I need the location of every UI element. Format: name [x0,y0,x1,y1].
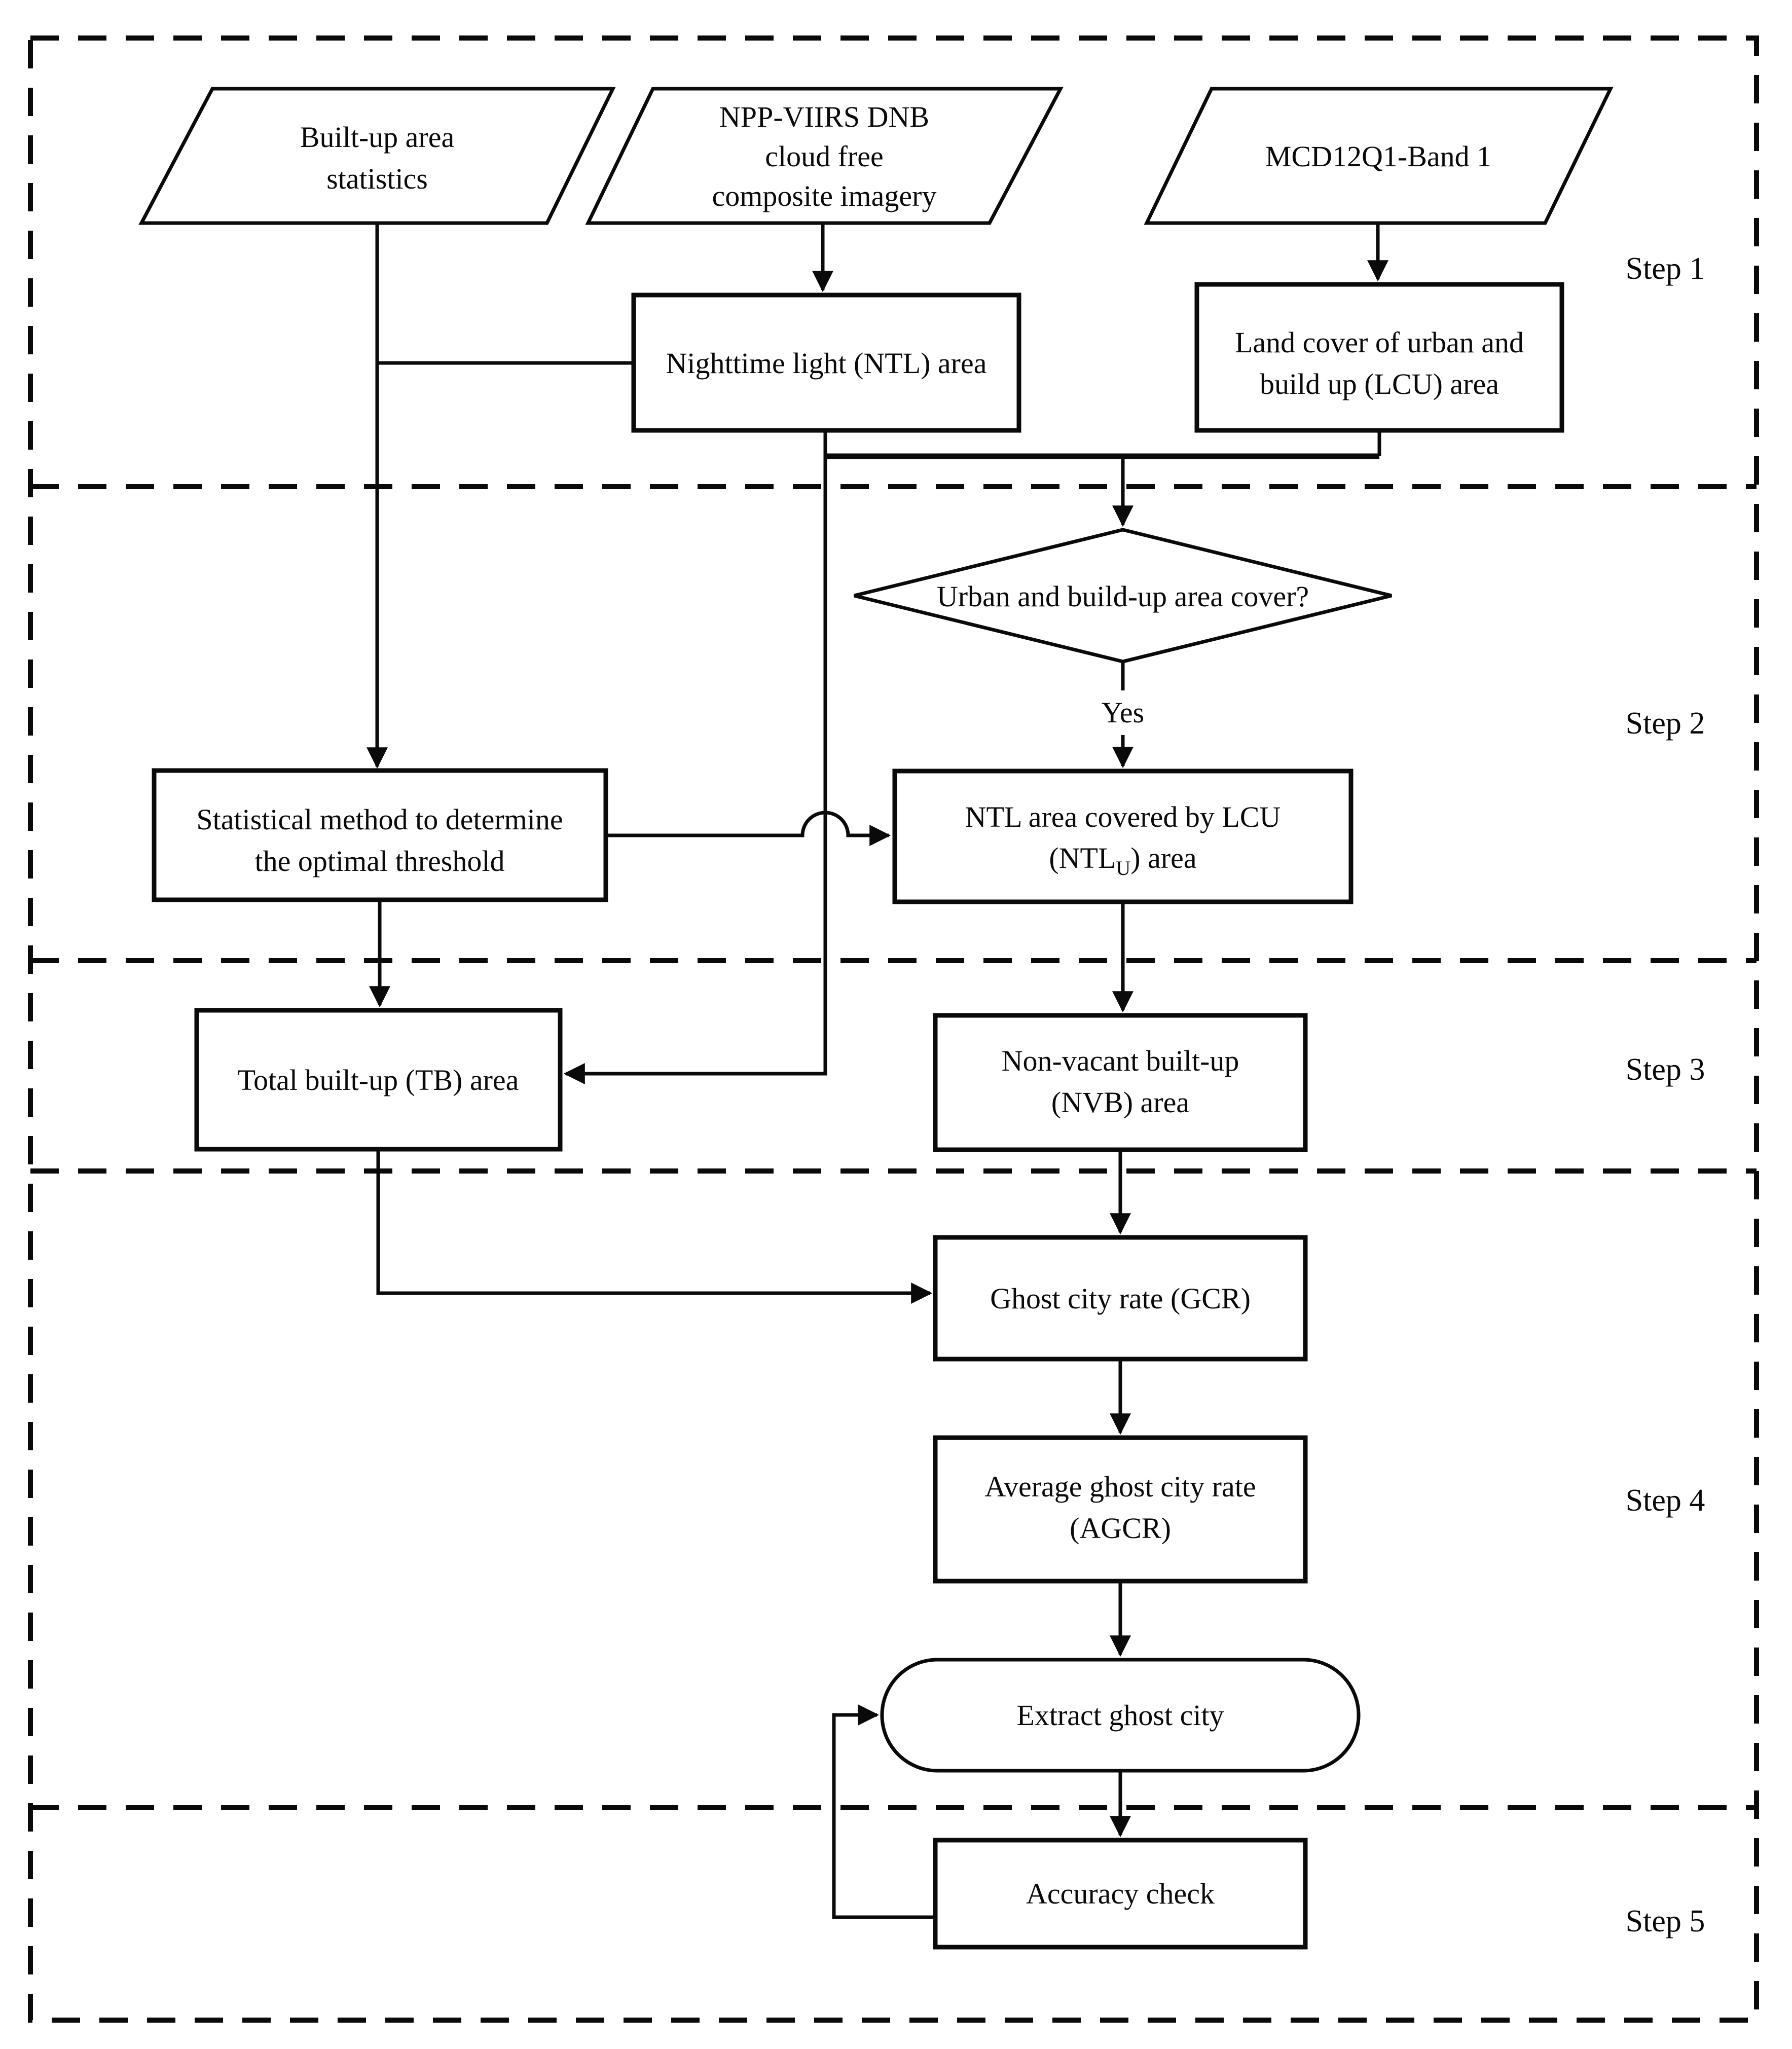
node-label-line: Non-vacant built-up [1002,1044,1239,1077]
node-label-line: Average ghost city rate [984,1470,1256,1503]
node-mcd12q1: MCD12Q1-Band 1 [1144,87,1614,225]
connectors [367,223,1388,1919]
rect-nvb [933,1013,1308,1152]
node-label-line: Accuracy check [1026,1877,1215,1910]
arrow-tb-to-gcr [376,1141,933,1304]
node-extract-ghost-city: Extract ghost city [880,1658,1361,1773]
node-label-line: Built-up area [300,121,454,154]
parallelogram-mcd12q1 [1144,87,1614,225]
stadium-extract-ghost-city [880,1658,1361,1773]
node-label-line: cloud free [765,140,883,173]
ntlu-line2-pre: (NTL [1049,841,1116,874]
step-label-5: Step 5 [1626,1904,1705,1938]
rect-gcr [933,1235,1308,1362]
node-label-line: NPP-VIIRS DNB [719,100,929,133]
rect-lcu [1194,282,1564,433]
node-lcu: Land cover of urban and build up (LCU) a… [1194,282,1564,433]
node-npp-viirs: NPP-VIIRS DNB cloud free composite image… [585,87,1064,225]
node-accuracy-check: Accuracy check [933,1838,1308,1950]
node-label-line: (NVB) area [1051,1086,1189,1119]
rect-ntl [631,292,1021,433]
arrow-statmethod-to-ntlu [606,811,891,846]
node-builtup-stats: Built-up area statistics [138,87,616,225]
parallelogram-builtup-stats [138,87,616,225]
node-label-line-subscripted: (NTLU) area [1049,841,1196,880]
ntlu-line2-subscript: U [1116,857,1130,880]
node-label-line: the optimal threshold [255,845,505,877]
step-label-3: Step 3 [1626,1052,1705,1087]
node-ntlu: NTL area covered by LCU (NTLU) area [892,769,1354,904]
node-label-line: MCD12Q1-Band 1 [1265,140,1491,173]
step-label-2: Step 2 [1626,706,1705,741]
parallelogram-npp-viirs [585,87,1064,225]
arrow-accuracy-feedback-to-extract [832,1704,935,1919]
diamond-decision [854,528,1392,664]
step-frame [28,35,1759,2023]
rect-ntlu [892,769,1354,904]
node-ntl: Nighttime light (NTL) area [631,292,1021,433]
step-labels: Step 1 Step 2 Step 3 Step 4 Step 5 [1626,251,1705,1938]
rect-agcr [933,1435,1308,1584]
node-label-line: Urban and build-up area cover? [937,580,1309,613]
rect-accuracy-check [933,1838,1308,1950]
node-tb: Total built-up (TB) area [194,1008,563,1152]
node-nvb: Non-vacant built-up (NVB) area [933,1013,1308,1152]
node-agcr: Average ghost city rate (AGCR) [933,1435,1308,1584]
node-label-line: Ghost city rate (GCR) [990,1282,1251,1315]
arrow-ntl-to-tb [563,430,827,1084]
step-label-4: Step 4 [1626,1483,1705,1518]
node-label-line: Total built-up (TB) area [238,1064,519,1096]
step-label-1: Step 1 [1626,251,1705,286]
node-label-line: Nighttime light (NTL) area [666,347,987,380]
node-label-line: statistics [326,162,428,195]
node-decision: Urban and build-up area cover? [854,528,1392,664]
decision-yes-label: Yes [1102,696,1144,729]
node-label-line: (AGCR) [1070,1512,1171,1545]
ntlu-line2-post: ) area [1130,841,1196,874]
rect-tb [194,1008,563,1152]
node-label-line: Extract ghost city [1016,1699,1224,1732]
node-label-line: composite imagery [712,179,937,212]
node-label-line: NTL area covered by LCU [965,800,1281,833]
node-gcr: Ghost city rate (GCR) [933,1235,1308,1362]
node-label-line: Statistical method to determine [196,803,563,836]
outer-dashed-border [28,35,1759,2023]
node-stat-method: Statistical method to determine the opti… [152,768,608,902]
rect-stat-method [152,768,608,902]
node-label-line: build up (LCU) area [1260,368,1499,400]
node-label-line: Land cover of urban and [1235,326,1524,359]
